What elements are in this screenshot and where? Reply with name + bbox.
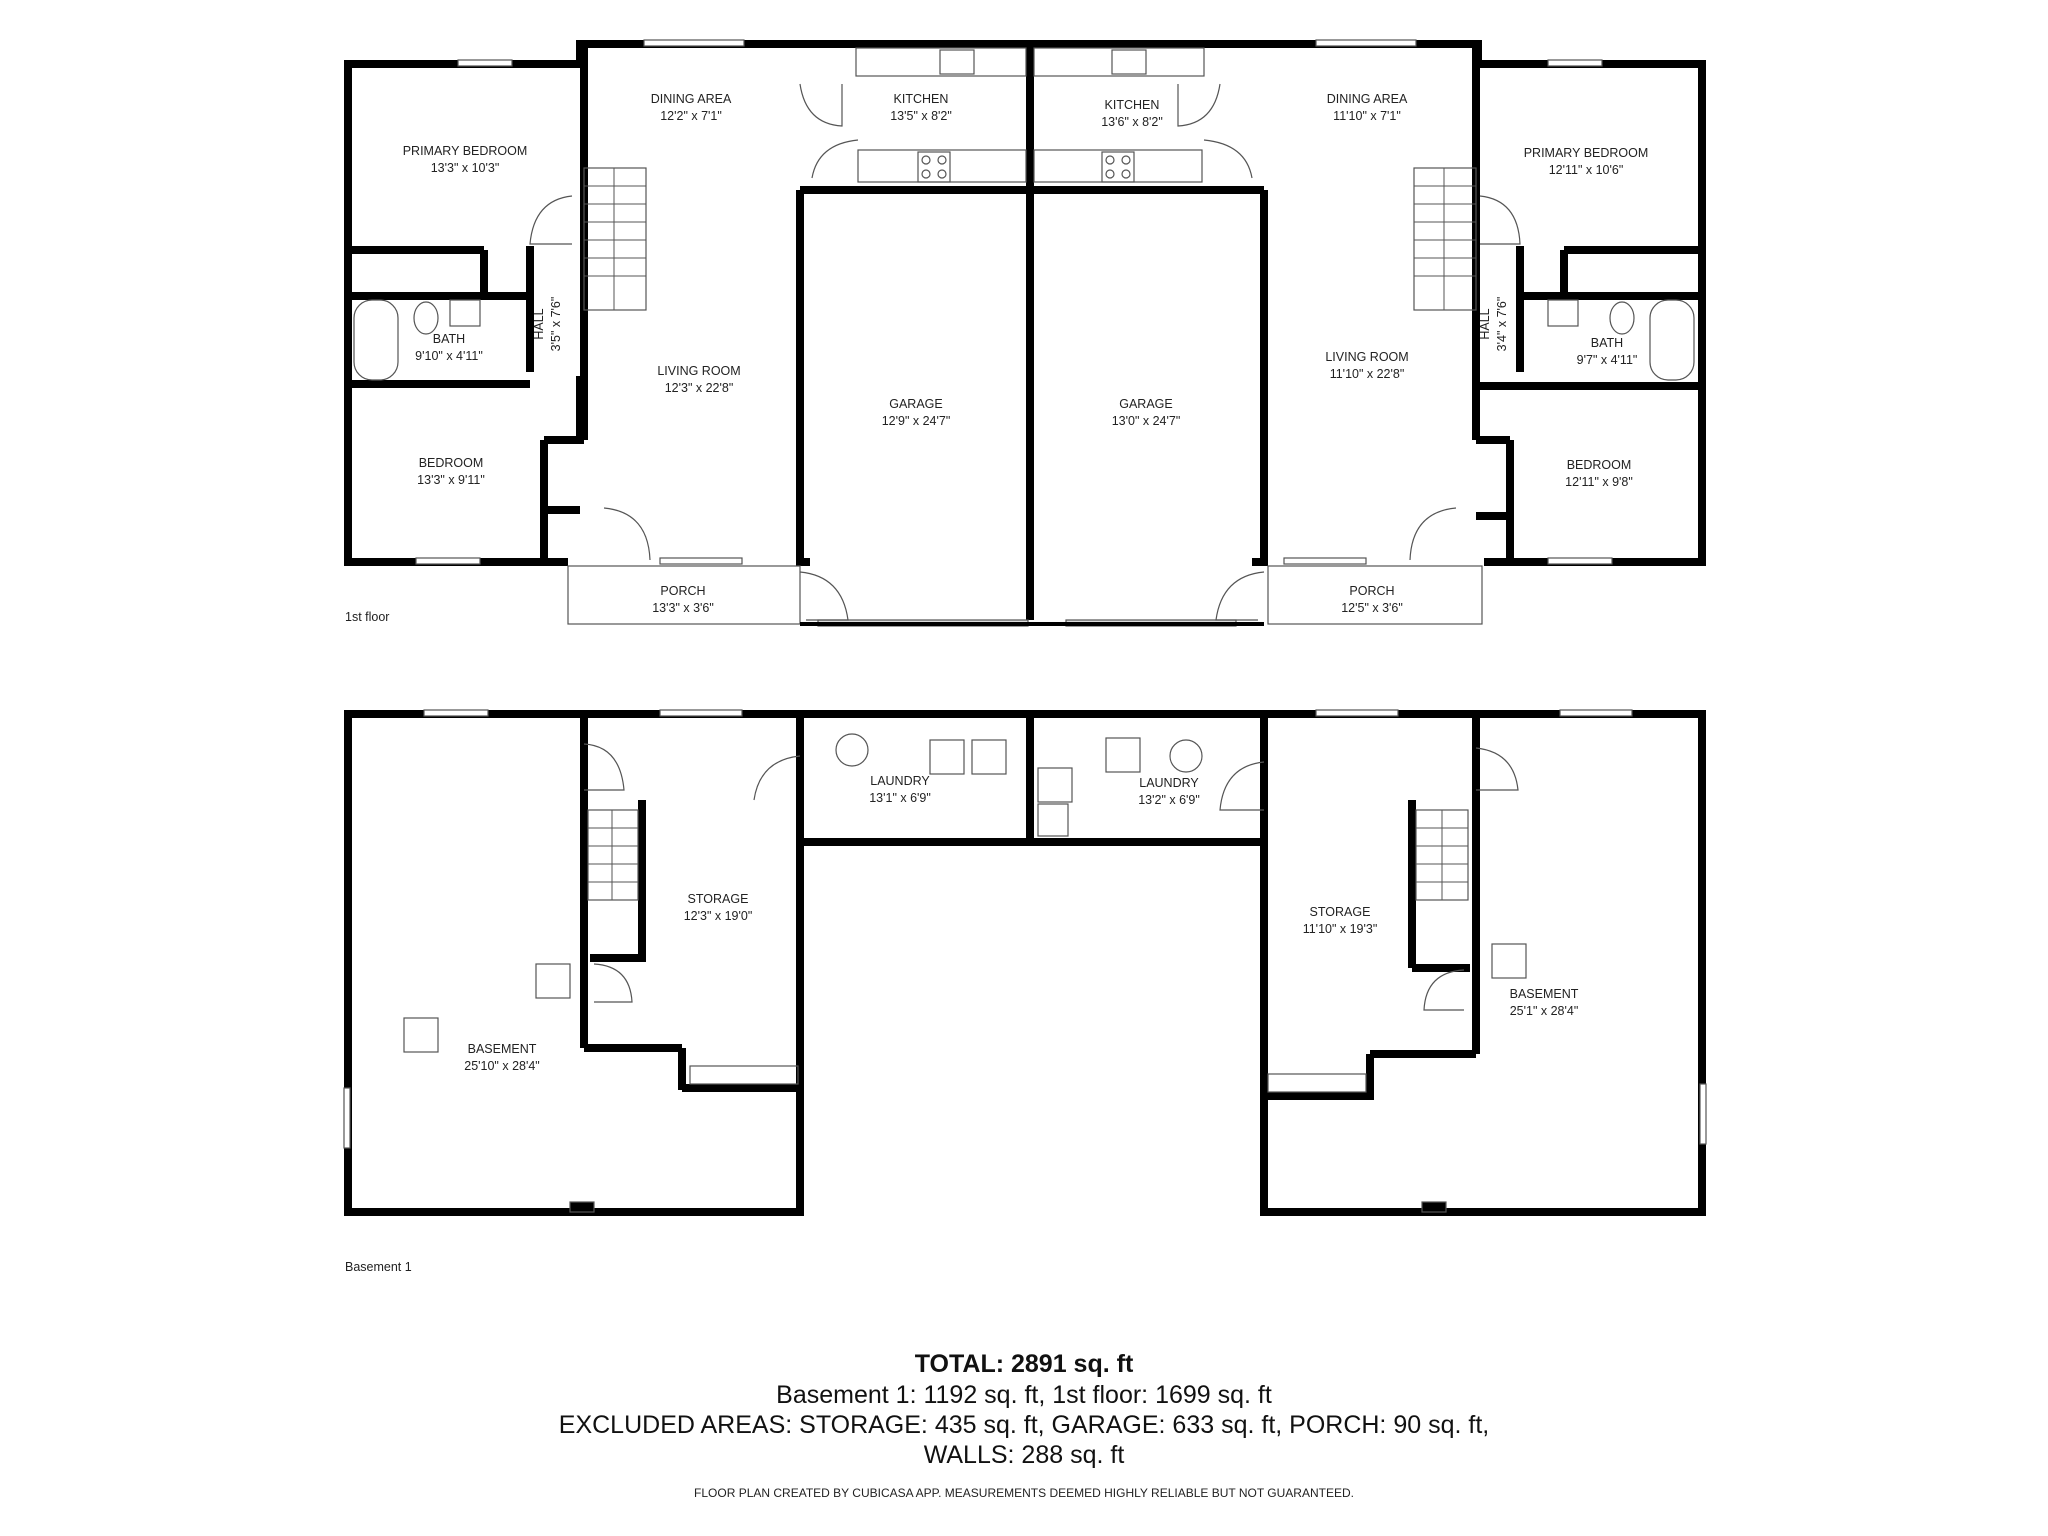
walls-area: WALLS: 288 sq. ft [923, 1441, 1125, 1469]
first-floor-fixtures [353, 39, 1695, 627]
area-summary: TOTAL: 2891 sq. ft Basement 1: 1192 sq. … [0, 1348, 2048, 1470]
floor-breakdown: Basement 1: 1192 sq. ft, 1st floor: 1699… [776, 1381, 1272, 1409]
first-floor-walls [344, 40, 1706, 620]
floor-label-1st-floor: 1st floor [345, 610, 390, 624]
basement-walls [344, 710, 1706, 1216]
excluded-areas: EXCLUDED AREAS: STORAGE: 435 sq. ft, GAR… [558, 1411, 1490, 1439]
floor-label-basement-1: Basement 1 [345, 1260, 412, 1274]
disclaimer: FLOOR PLAN CREATED BY CUBICASA APP. MEAS… [694, 1486, 1354, 1500]
total-area: TOTAL: 2891 sq. ft [914, 1350, 1134, 1378]
basement-fixtures [343, 709, 1707, 1213]
